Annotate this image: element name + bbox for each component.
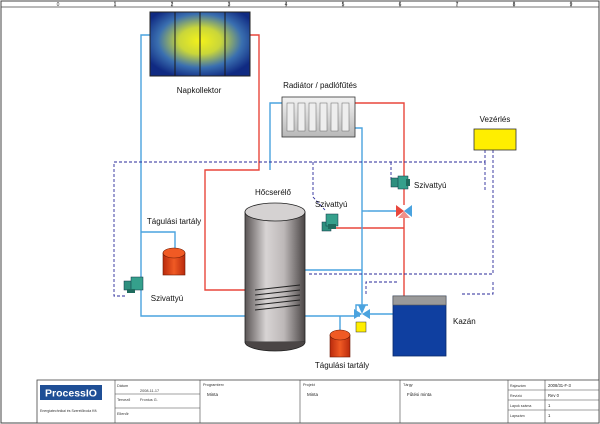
pump-top-icon[interactable] (390, 175, 410, 190)
expansion-tank-bottom-label: Tágulási tartály (315, 361, 369, 370)
ruler-label: 0 (57, 2, 60, 8)
pump-top-label: Szivattyú (414, 181, 446, 190)
project-label: Projekt (303, 383, 316, 387)
type-value: Fűtési minta (407, 392, 432, 397)
date-label: Dátum (117, 384, 128, 388)
drawing-number-value: 2008/31-F-3 (548, 383, 571, 388)
processio-logo: ProcessIO (40, 385, 102, 400)
title-block (36, 379, 600, 424)
ruler-label: 5 (342, 2, 345, 8)
drawn-value: Fronius G. (140, 398, 158, 402)
pump-mid-icon[interactable] (321, 213, 339, 232)
ruler-label: 6 (399, 2, 402, 8)
company-name: Energiatechnikai és Szerelőiroda Kft. (40, 409, 97, 413)
drawn-label: Tervező (117, 398, 130, 402)
control-lines (113, 150, 494, 297)
heat-exchanger-tank[interactable] (244, 202, 306, 352)
pump-left-label: Szivattyú (151, 294, 183, 303)
program-label: Programterv (203, 383, 224, 387)
radiator-label: Radiátor / padlófűtés (283, 81, 357, 90)
date-value: 2008-11-17 (140, 389, 159, 393)
heat-exchanger-label: Hőcserélő (255, 188, 292, 197)
ruler-label: 1 (114, 2, 117, 8)
hot-pipes (204, 34, 405, 296)
checked-label: Ellenőr (117, 412, 130, 416)
page-number-value: 1 (548, 413, 551, 418)
control-label: Vezérlés (480, 115, 511, 124)
revision-label: Revízió (510, 394, 522, 398)
collector-label: Napkollektor (177, 86, 222, 95)
ruler-label: 9 (570, 2, 573, 8)
solar-collector[interactable] (149, 11, 251, 77)
three-way-valve-top-icon[interactable] (396, 205, 412, 218)
program-value: Minta (207, 392, 219, 397)
expansion-tank-bottom[interactable] (329, 329, 351, 358)
ruler-label: 8 (513, 2, 516, 8)
revision-value: Rev 0 (548, 393, 560, 398)
three-way-valve-bottom-icon[interactable] (354, 305, 370, 333)
ruler-label: 2 (171, 2, 174, 8)
type-label: Tárgy (403, 383, 413, 387)
radiator[interactable] (281, 96, 356, 138)
ruler-label: 4 (285, 2, 288, 8)
ruler-label: 7 (456, 2, 459, 8)
pump-left-icon[interactable] (123, 276, 144, 293)
boiler-label: Kazán (453, 317, 476, 326)
expansion-tank-left[interactable] (162, 247, 186, 276)
ruler-label: 3 (228, 2, 231, 8)
control-unit[interactable] (473, 128, 517, 151)
sheet-count-label: Lapok száma (510, 404, 531, 408)
drawing-number-label: Rajzszám (510, 384, 526, 388)
sheet-count-value: 1 (548, 403, 551, 408)
project-value: Minta (307, 392, 319, 397)
top-ruler: 0 1 2 3 4 5 6 7 8 9 (1, 1, 599, 8)
pump-mid-label: Szivattyú (315, 200, 347, 209)
boiler[interactable] (392, 295, 447, 357)
logo-text: ProcessIO (45, 388, 97, 400)
page-number-label: Lapszám (510, 414, 525, 418)
expansion-tank-left-label: Tágulási tartály (147, 217, 201, 226)
